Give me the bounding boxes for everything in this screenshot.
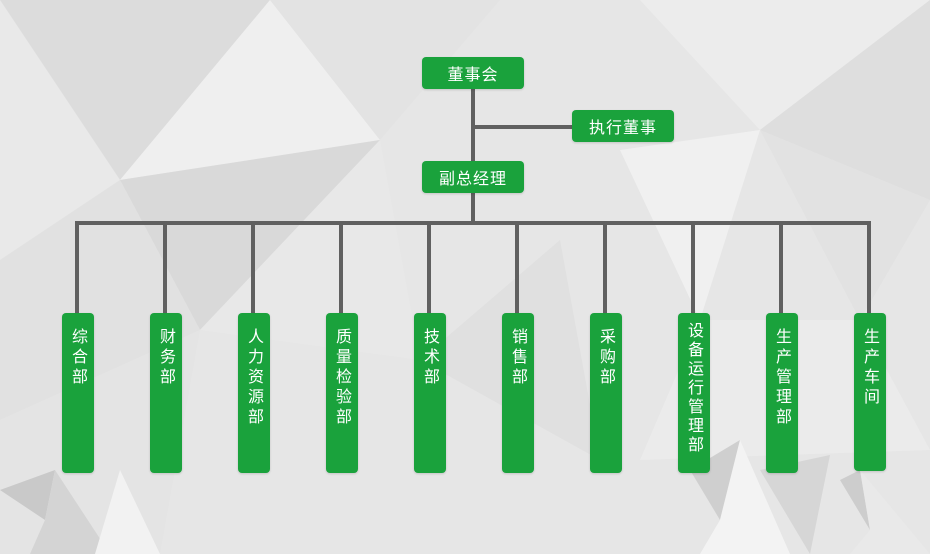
board-node: 董事会	[422, 57, 524, 89]
department-label: 生产管理部	[773, 328, 792, 428]
executive-director-node: 执行董事	[572, 110, 674, 142]
department-box: 采购部	[590, 313, 622, 473]
department-box: 综合部	[62, 313, 94, 473]
executive-director-label: 执行董事	[588, 118, 657, 137]
department-label: 设备运行管理部	[685, 322, 704, 455]
department-box: 技术部	[414, 313, 446, 473]
deputy-general-manager-node: 副总经理	[422, 161, 524, 193]
department-label: 综合部	[69, 328, 88, 388]
department-box: 生产管理部	[766, 313, 798, 473]
department-box: 生产车间	[854, 313, 886, 471]
department-box: 销售部	[502, 313, 534, 473]
board-label: 董事会	[447, 65, 499, 84]
department-label: 生产车间	[861, 328, 880, 408]
department-label: 采购部	[597, 328, 616, 388]
department-box: 质量检验部	[326, 313, 358, 473]
department-label: 人力资源部	[245, 328, 264, 428]
department-label: 销售部	[509, 328, 528, 388]
department-box: 设备运行管理部	[678, 313, 710, 473]
department-box: 人力资源部	[238, 313, 270, 473]
department-box: 财务部	[150, 313, 182, 473]
deputy-general-manager-label: 副总经理	[438, 169, 507, 188]
department-label: 质量检验部	[333, 328, 352, 428]
department-label: 技术部	[421, 328, 440, 388]
department-label: 财务部	[157, 328, 176, 388]
